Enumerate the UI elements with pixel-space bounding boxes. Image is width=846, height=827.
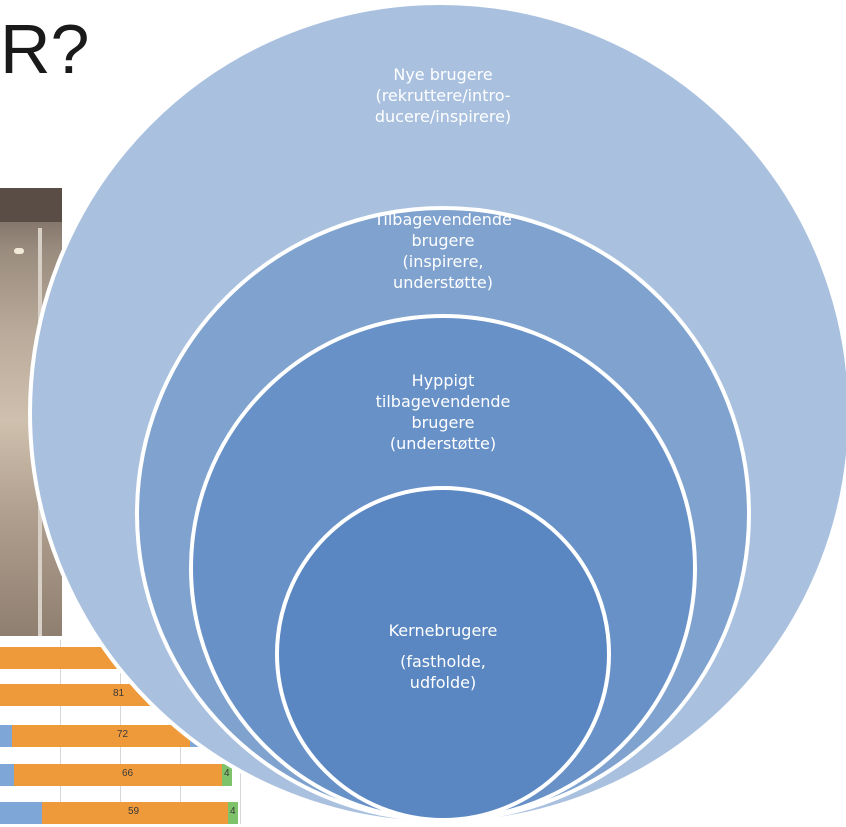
ring-label-gap — [330, 641, 556, 651]
bar-label-small: 4 — [224, 768, 230, 779]
ring-label-line: ducere/inspirere) — [374, 107, 512, 126]
bar-label-small: 4 — [230, 806, 236, 817]
bar-segment-green — [222, 764, 232, 786]
bar-label: 81 — [113, 688, 125, 699]
bar-segment-orange — [12, 725, 190, 747]
ring-core-users — [275, 486, 611, 822]
ceiling-beam — [0, 188, 62, 222]
ring-label-core-users: Kernebrugere (fastholde, udfolde) — [330, 620, 556, 693]
ring-label-line: Hyppigt — [411, 371, 475, 390]
ring-label-line: understøtte) — [393, 273, 493, 292]
bar-label: 66 — [122, 768, 134, 779]
ring-label-line: Tilbagevendende — [374, 210, 512, 229]
bar-segment-orange — [42, 802, 228, 824]
bar-row: 59 4 — [0, 802, 242, 824]
ring-label-returning-users: Tilbagevendende brugere (inspirere, unde… — [330, 209, 556, 293]
bar-segment-blue — [0, 802, 42, 824]
lamp — [14, 248, 24, 254]
ring-label-frequent-users: Hyppigt tilbagevendende brugere (underst… — [330, 370, 556, 454]
ring-label-line: udfolde) — [409, 673, 477, 692]
ring-label-line: (inspirere, — [402, 252, 484, 271]
ring-label-line: Kernebrugere — [388, 621, 498, 640]
bar-label: 59 — [128, 806, 140, 817]
ring-label-line: brugere — [411, 413, 475, 432]
ring-label-line: Nye brugere — [393, 65, 493, 84]
bar-segment-orange — [14, 764, 222, 786]
bar-segment-green — [228, 802, 238, 824]
bar-segment-blue — [0, 725, 12, 747]
bar-row: 66 4 — [0, 764, 242, 786]
slide-title: R? — [0, 10, 90, 88]
ring-label-line: (rekruttere/intro- — [375, 86, 511, 105]
bar-segment-blue — [0, 764, 14, 786]
ring-label-new-users: Nye brugere (rekruttere/intro- ducere/in… — [330, 64, 556, 127]
ring-label-line: (understøtte) — [389, 434, 497, 453]
ring-label-line: (fastholde, — [400, 652, 486, 671]
bar-label: 72 — [117, 729, 129, 740]
ring-label-line: tilbagevendende — [375, 392, 511, 411]
ring-label-line: brugere — [411, 231, 475, 250]
